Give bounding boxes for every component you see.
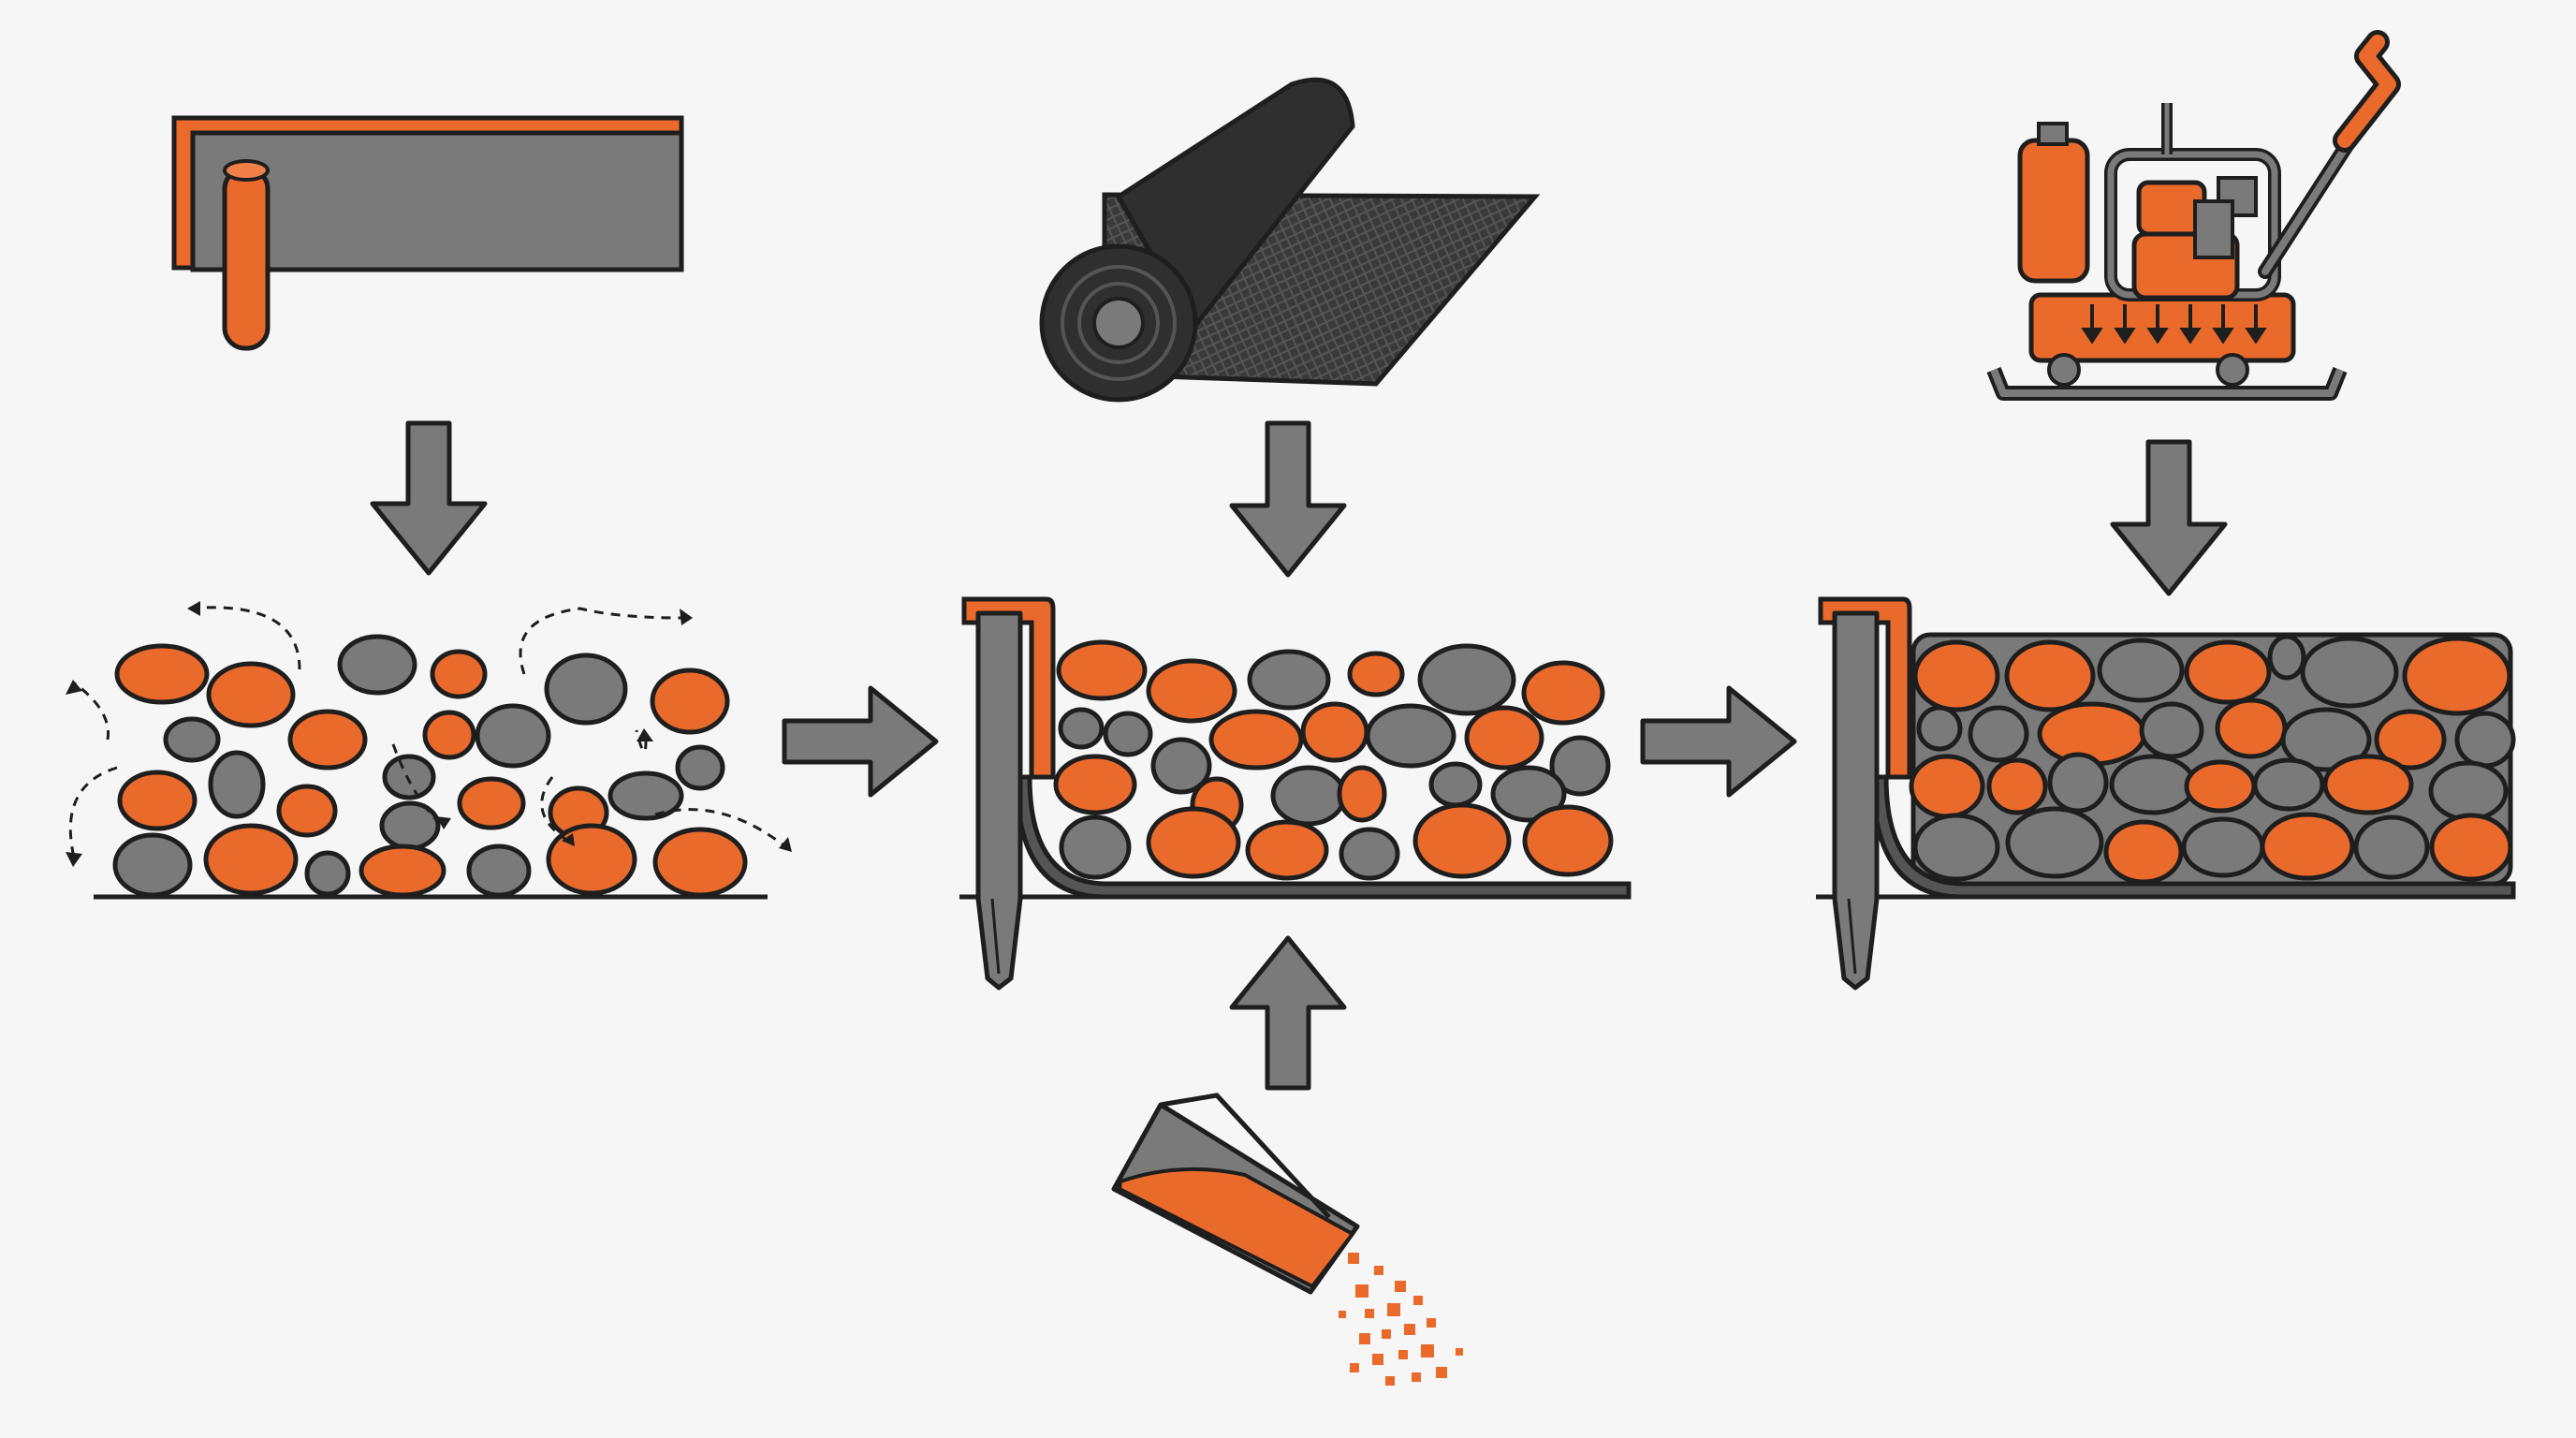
edging-restraint-icon [171, 115, 684, 351]
geotextile-roll-icon [1039, 77, 1541, 403]
arrow-down-geotextile [1229, 420, 1347, 578]
stage-loose-stones [66, 601, 792, 900]
stage-edged-stones [959, 596, 1632, 990]
stage-compacted-stones [1816, 596, 2516, 990]
arrow-up-infill [1229, 935, 1347, 1091]
arrow-right-stage2 [1640, 685, 1797, 798]
sand-scoop-icon [1111, 1093, 1463, 1386]
plate-compactor-icon [1986, 30, 2401, 401]
arrow-down-compactor [2110, 439, 2228, 596]
arrow-right-stage1 [782, 685, 939, 798]
arrow-down-edging [370, 420, 488, 576]
